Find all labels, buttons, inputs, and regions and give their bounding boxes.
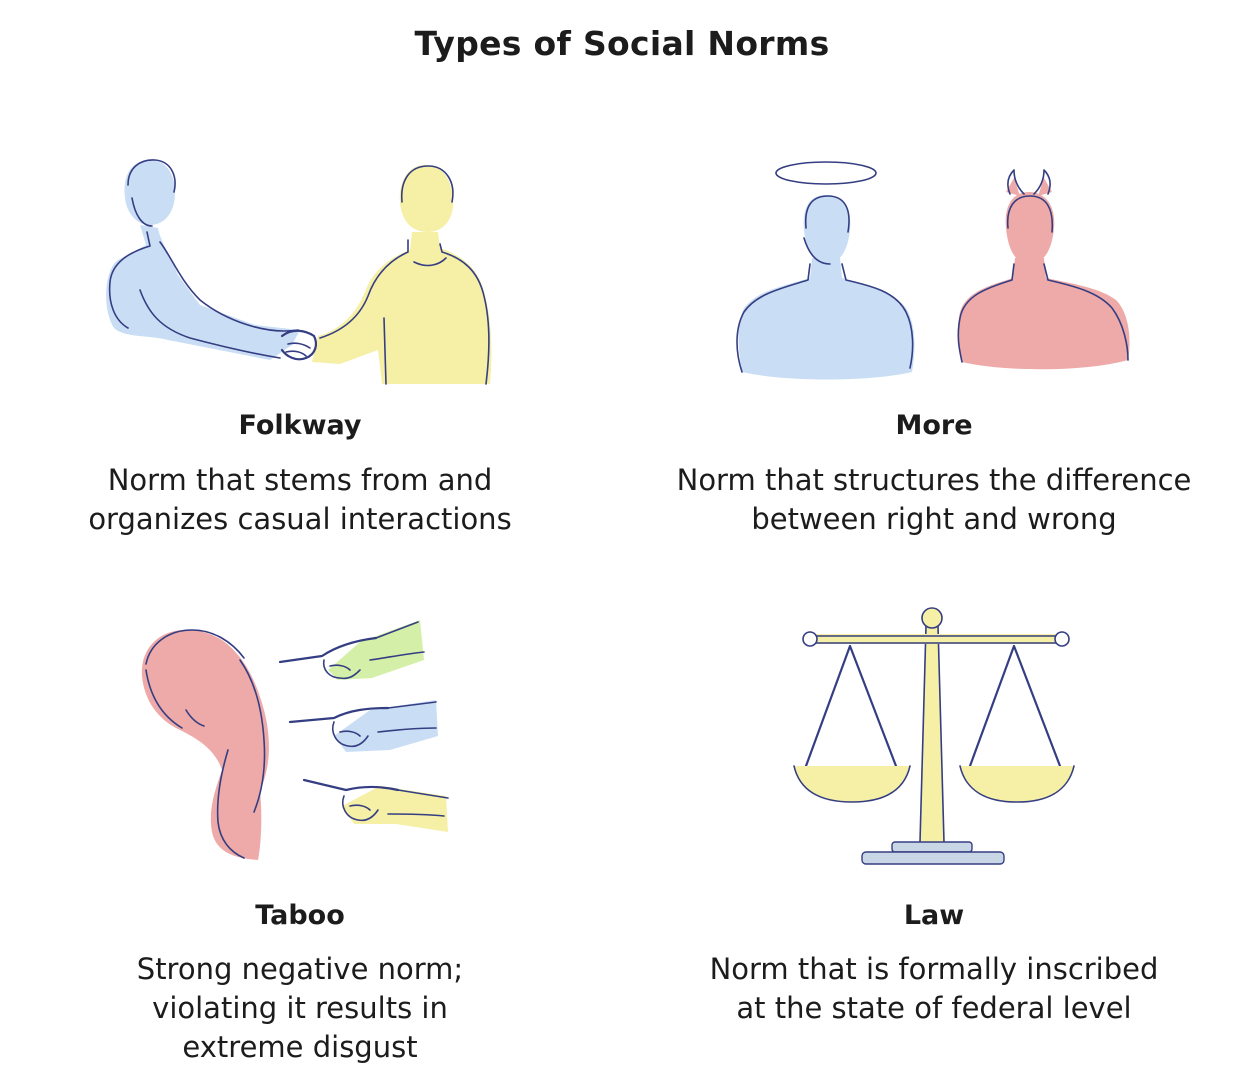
pointing-fingers-icon <box>141 620 449 860</box>
scales-of-justice-icon <box>793 607 1075 865</box>
norm-description: Norm that stems from and organizes casua… <box>88 463 512 536</box>
norm-card-law: Law Norm that is formally inscribed at t… <box>634 600 1234 1070</box>
norm-name: Taboo <box>255 900 345 931</box>
norm-description: Strong negative norm; violating it resul… <box>136 952 464 1064</box>
norm-name: Folkway <box>238 410 362 441</box>
norm-card-taboo: Taboo Strong negative norm; violating it… <box>0 600 600 1070</box>
norm-card-more: More Norm that structures the difference… <box>634 140 1234 540</box>
angel-devil-icon <box>736 161 1130 380</box>
norm-card-folkway: Folkway Norm that stems from and organiz… <box>0 140 600 540</box>
norm-description: Norm that structures the difference betw… <box>676 463 1192 536</box>
page-title: Types of Social Norms <box>414 24 830 63</box>
norm-description: Norm that is formally inscribed at the s… <box>709 952 1159 1025</box>
handshake-icon <box>106 159 492 385</box>
norm-name: Law <box>903 900 965 931</box>
norm-name: More <box>895 410 973 441</box>
